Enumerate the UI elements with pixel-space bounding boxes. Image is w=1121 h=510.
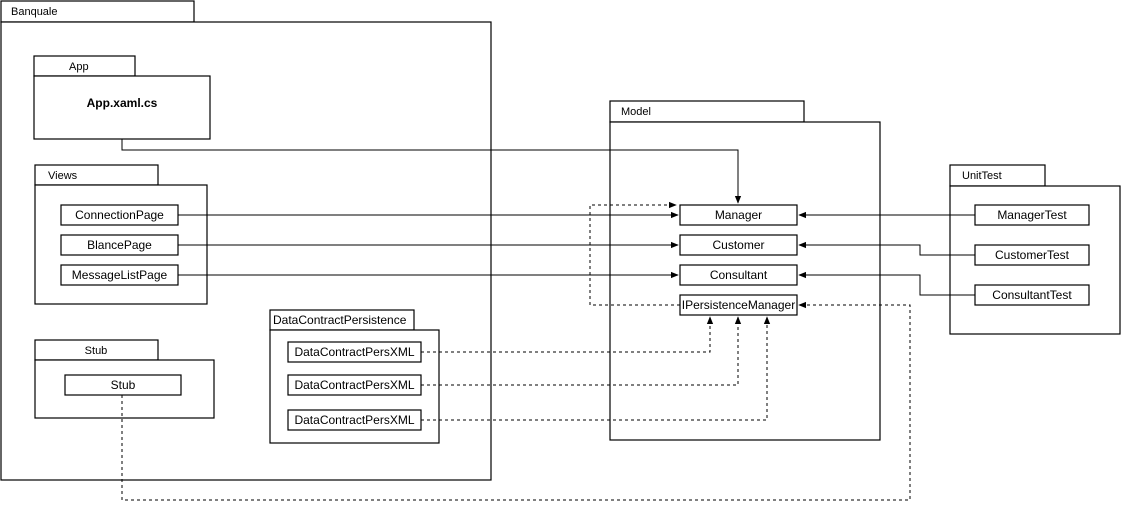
package-data-contract-persistence-label: DataContractPersistence [273,313,407,327]
class-ipersistence-manager: IPersistenceManager [682,298,795,312]
class-dc-pers-xml-2: DataContractPersXML [294,378,414,392]
package-data-contract-persistence: DataContractPersistence DataContractPers… [269,309,440,444]
class-blance-page: BlancePage [87,238,152,252]
package-app: App App.xaml.cs [33,55,211,140]
edge-dc-pers-xml-1-to-ipersistence [421,316,714,353]
package-stub: Stub Stub [34,339,215,419]
class-manager-box [679,204,798,226]
class-consultant-test: ConsultantTest [992,288,1072,302]
class-stub-box [64,374,182,396]
class-message-list-page: MessageListPage [72,268,168,282]
edge-stub-to-ipersistence [121,301,911,501]
package-views: Views ConnectionPage BlancePage MessageL… [34,164,208,305]
package-model: Model Manager Customer Consultant IPersi… [609,100,881,441]
class-dc-pers-xml-1: DataContractPersXML [294,345,414,359]
edge-app-to-manager [121,139,742,204]
class-app-xaml-cs: App.xaml.cs [87,96,158,110]
package-unit-test-label: UnitTest [962,170,1002,182]
package-app-label: App [69,61,89,73]
package-banquale-label: Banquale [11,6,58,18]
class-customer-test: CustomerTest [995,248,1070,262]
class-connection-page: ConnectionPage [75,208,164,222]
class-dc-pers-xml-3: DataContractPersXML [294,413,414,427]
class-consultant: Consultant [710,268,768,282]
edge-dc-pers-xml-2-to-ipersistence [421,316,742,386]
class-consultant-box [679,264,798,286]
package-views-label: Views [48,170,78,182]
package-unit-test: UnitTest ManagerTest CustomerTest Consul… [949,164,1121,335]
class-stub: Stub [111,378,136,392]
edge-customer-test-to-customer [798,241,975,256]
package-stub-label: Stub [85,345,108,357]
edge-consultant-test-to-consultant [798,271,975,296]
class-manager: Manager [715,208,762,222]
class-manager-test: ManagerTest [997,208,1067,222]
package-model-label: Model [621,106,651,118]
class-customer-box [679,234,798,256]
edge-dc-pers-xml-3-to-ipersistence [421,316,771,421]
class-customer: Customer [712,238,764,252]
edge-ipersistence-to-manager [589,201,680,306]
